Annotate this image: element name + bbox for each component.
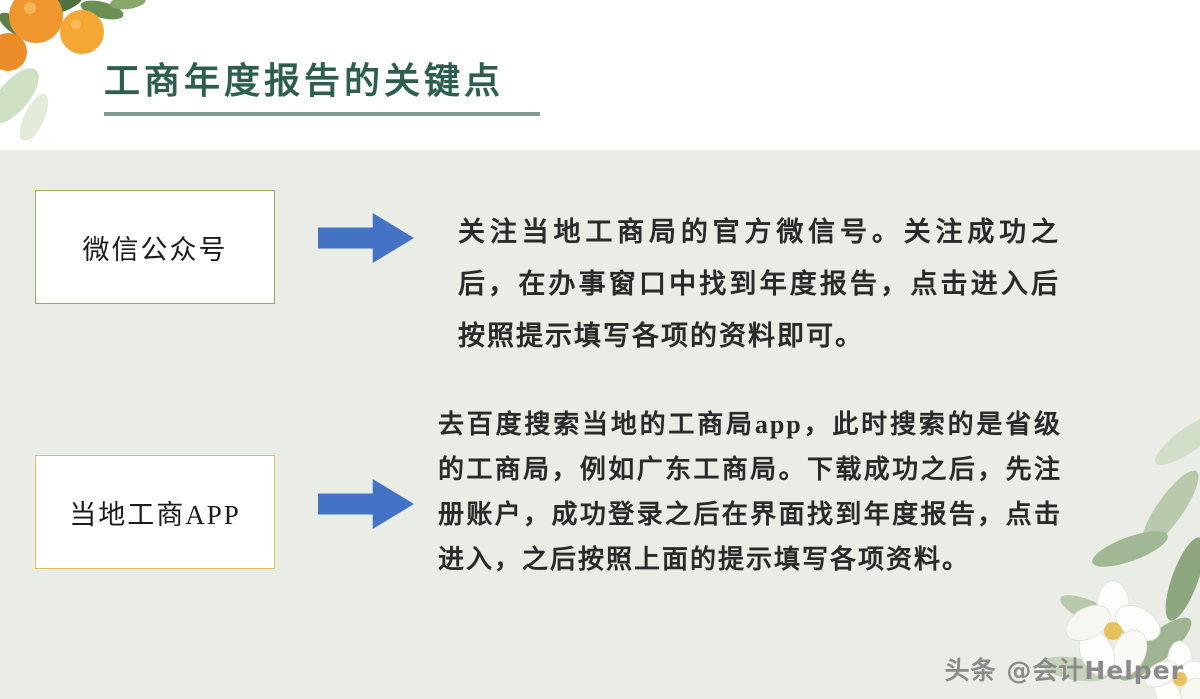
header-band bbox=[0, 0, 1200, 150]
wechat-label-box: 微信公众号 bbox=[35, 190, 275, 304]
watermark: 头条 @会计Helper bbox=[944, 656, 1184, 685]
title-underline bbox=[104, 112, 540, 116]
app-label-box: 当地工商APP bbox=[35, 455, 275, 569]
arrow-right-shape bbox=[318, 213, 414, 263]
arrow-right-icon bbox=[318, 479, 414, 529]
arrow-right-shape bbox=[318, 479, 414, 529]
app-label: 当地工商APP bbox=[69, 499, 241, 530]
wechat-description: 关注当地工商局的官方微信号。关注成功之后，在办事窗口中找到年度报告，点击进入后按… bbox=[458, 217, 1060, 351]
wechat-label: 微信公众号 bbox=[82, 234, 228, 265]
arrow-right-icon bbox=[318, 213, 414, 263]
page-title: 工商年度报告的关键点 bbox=[104, 61, 505, 101]
app-description: 去百度搜索当地的工商局app，此时搜索的是省级的工商局，例如广东工商局。下载成功… bbox=[438, 410, 1062, 574]
